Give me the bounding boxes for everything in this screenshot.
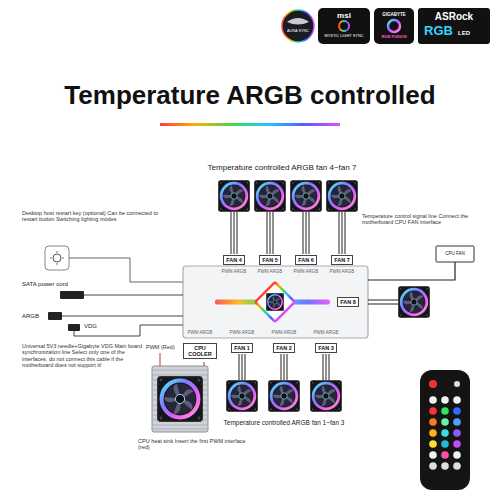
cable-label: SATA power cord — [22, 281, 82, 288]
fan-wires — [368, 300, 398, 304]
restart-key — [45, 246, 69, 270]
vdg-plug — [68, 324, 80, 331]
argb-cable — [62, 316, 183, 317]
port-sublabel: PWM ARGB — [268, 330, 300, 335]
sata-cable — [84, 294, 183, 295]
brand-logo-text: ASRock — [418, 11, 490, 23]
controller-hub — [183, 266, 368, 338]
fan-wires — [231, 212, 345, 254]
signal-line — [368, 262, 455, 280]
brand-logo-text: RGB FUSION — [374, 35, 414, 40]
port-label: FAN 8 — [337, 297, 359, 307]
remote-control — [420, 370, 470, 490]
brand-logo-text: GIGABYTE — [374, 12, 414, 17]
fan-group-caption: Temperature controlled ARGB fan 4~fan 7 — [182, 163, 382, 172]
bottom-fans — [226, 380, 341, 411]
restart-cable — [69, 258, 183, 282]
port-sublabel: PWM ARGB — [326, 269, 358, 274]
cable-label: PWM (Red) — [146, 344, 180, 350]
cable-label: VDG — [84, 323, 106, 330]
annotation-note: Universal 5V3 needle+Gigabyte VDG Main b… — [22, 343, 144, 368]
port-label: CPU COOLER — [183, 343, 217, 359]
brand-logo-text: msi — [320, 11, 368, 20]
annotation-note: CPU heat sink Insert the first PWM inter… — [138, 438, 256, 451]
port-label: FAN 6 — [295, 255, 317, 265]
port-sublabel: PWM ARGB — [290, 269, 322, 274]
port-sublabel: PWM ARGB — [226, 330, 258, 335]
connector-label: CPU FAN — [436, 251, 474, 256]
fan-8 — [398, 286, 429, 317]
port-sublabel: PWM ARGB — [184, 330, 216, 335]
cpu-heat-sink — [152, 366, 208, 432]
cable-label: ARGB — [22, 313, 46, 320]
port-label: FAN 3 — [315, 343, 337, 353]
port-name: CPU COOLER — [186, 345, 214, 357]
cpu-fan-header — [436, 246, 474, 262]
fan-wires — [239, 354, 329, 380]
annotation-note: Temperature control signal line Connect … — [362, 213, 490, 226]
port-label: FAN 2 — [273, 343, 295, 353]
port-name: FAN 4 — [226, 257, 242, 263]
brand-logo-text: MYSTIC LIGHT SYNC — [318, 34, 370, 38]
brand-logo-text: RGB — [424, 24, 456, 39]
page-title: Temperature ARGB controlled — [0, 80, 500, 111]
port-label: FAN 1 — [231, 343, 253, 353]
port-sublabel: PWM ARGB — [218, 269, 250, 274]
port-name: FAN 7 — [334, 257, 350, 263]
port-label: FAN 7 — [331, 255, 353, 265]
top-fans — [218, 180, 357, 211]
port-name: FAN 3 — [318, 345, 334, 351]
port-name: FAN 6 — [298, 257, 314, 263]
fan-group-caption: Temperature controlled ARGB fan 1~fan 3 — [214, 419, 354, 426]
port-label: FAN 5 — [259, 255, 281, 265]
port-name: FAN 8 — [340, 299, 356, 305]
port-label: FAN 4 — [223, 255, 245, 265]
port-name: FAN 2 — [276, 345, 292, 351]
sata-plug — [60, 291, 84, 299]
annotation-note: Desktop host restart key (optional) Can … — [22, 210, 162, 223]
port-sublabel: PWM ARGB — [254, 269, 286, 274]
brand-logo-text: LED — [458, 30, 478, 37]
port-sublabel: PWM ARGB — [310, 330, 342, 335]
brand-logo-text: AURA SYNC — [283, 29, 313, 33]
argb-plug — [48, 312, 62, 320]
brand-logos — [282, 8, 490, 44]
port-name: FAN 5 — [262, 257, 278, 263]
port-name: FAN 1 — [234, 345, 250, 351]
title-underline — [160, 123, 340, 126]
